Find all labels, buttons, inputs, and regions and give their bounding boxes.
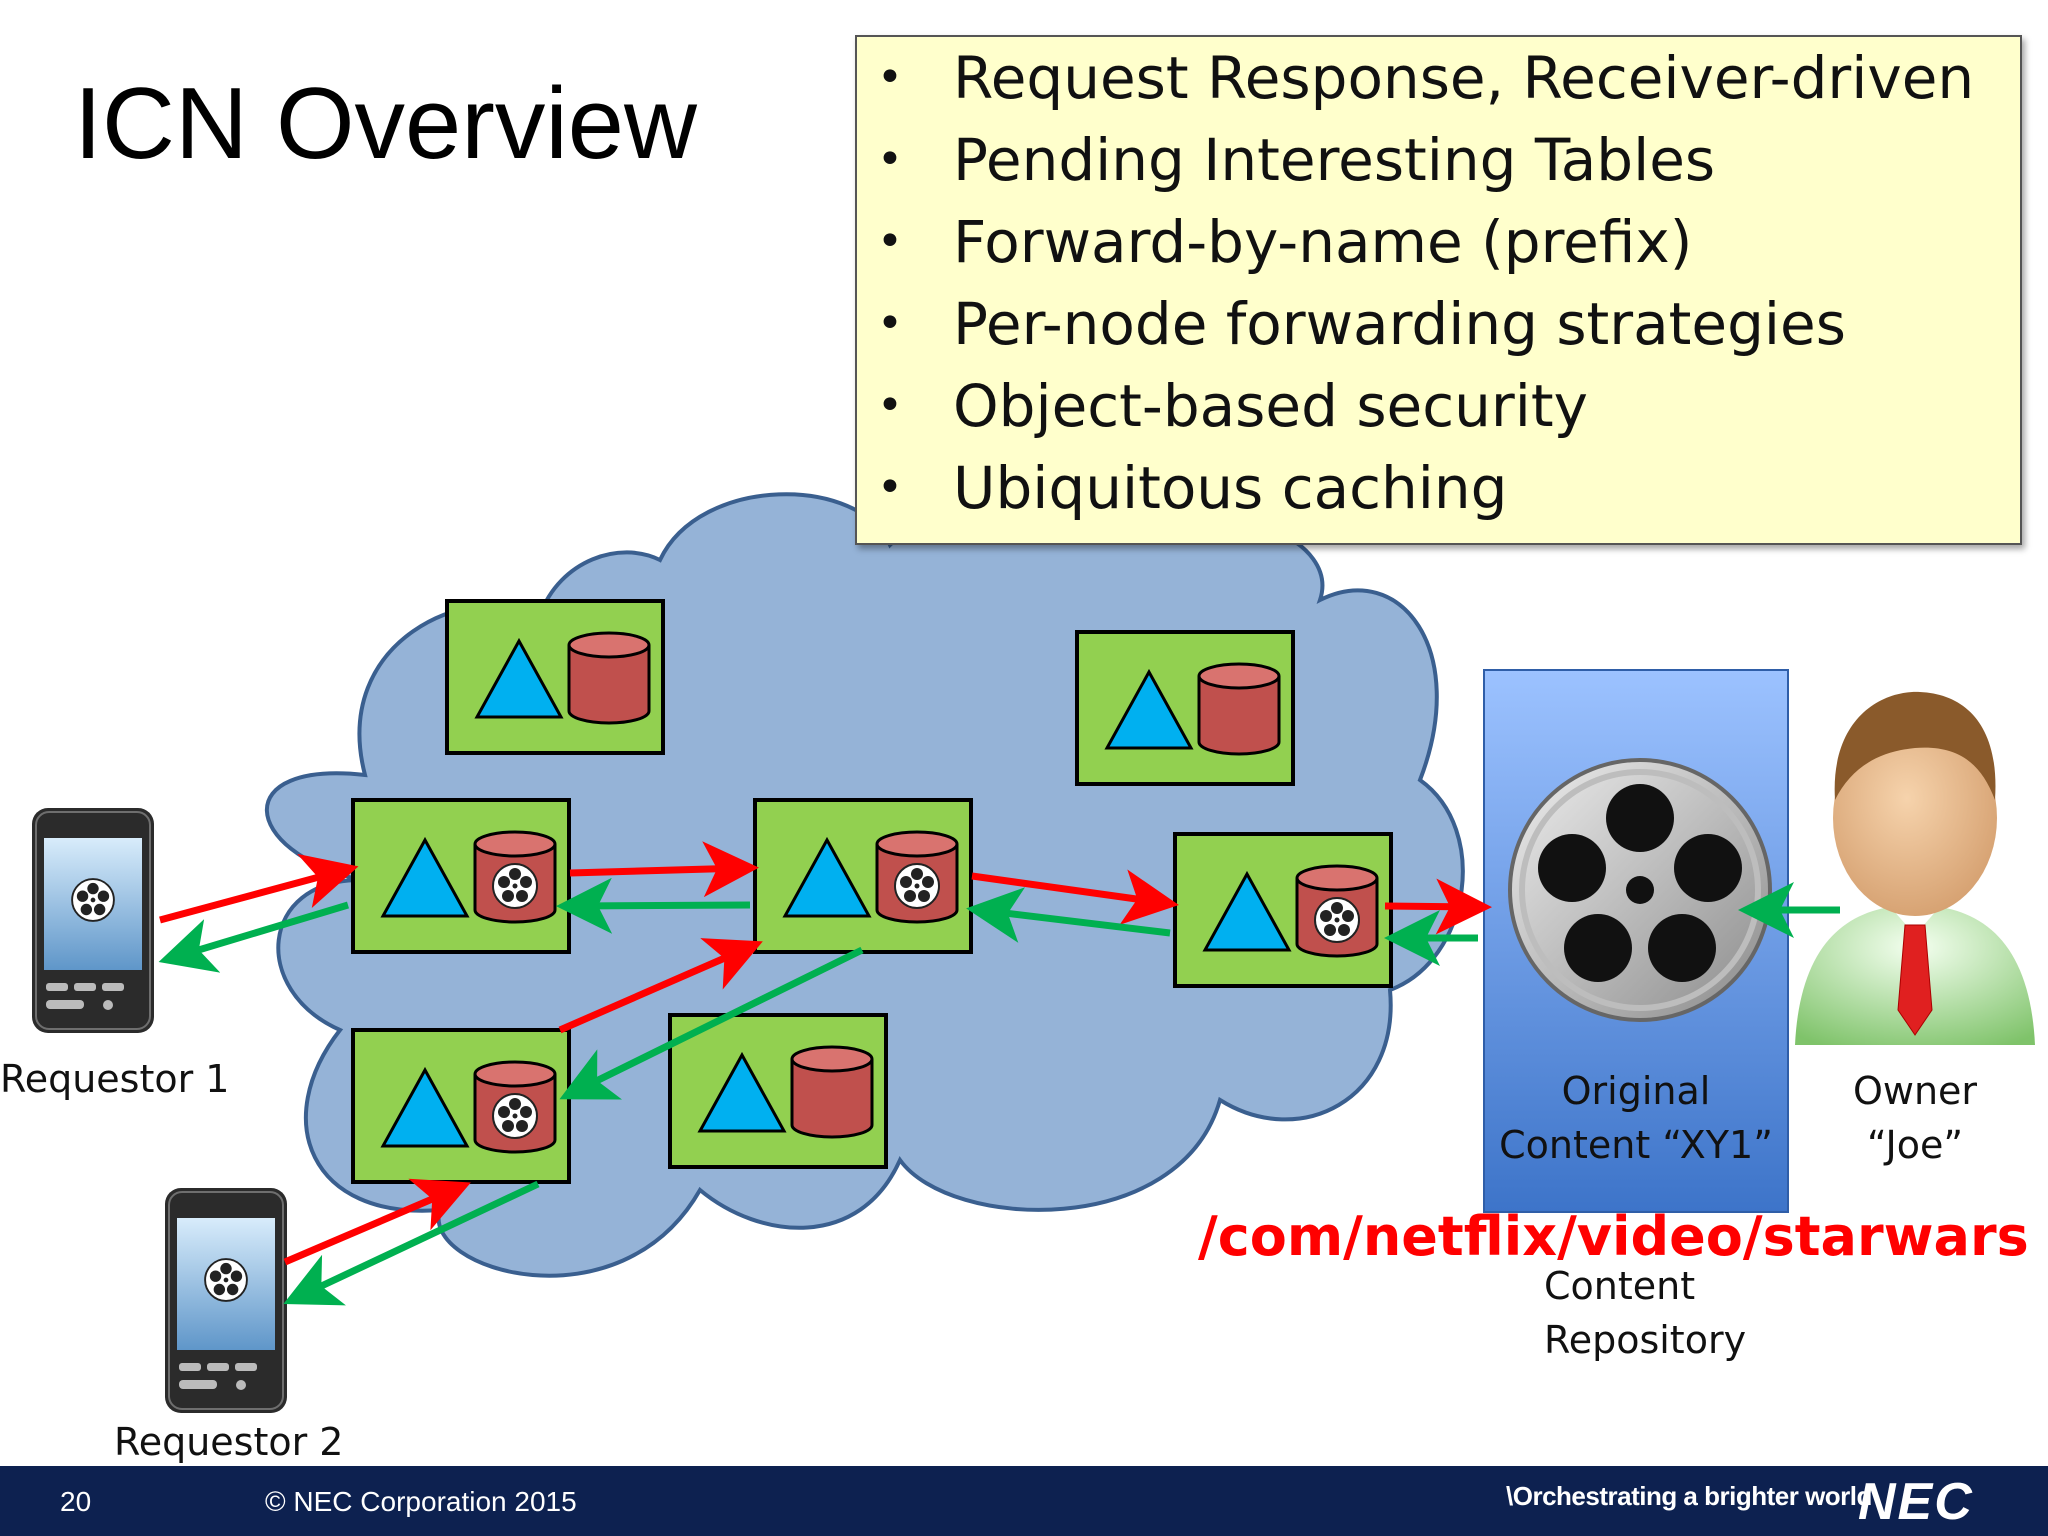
router-node-lower-left	[353, 1030, 569, 1182]
nec-logo: NEC	[1858, 1473, 1974, 1531]
requestor-1-phone	[32, 808, 154, 1033]
request-arrows	[159, 841, 1492, 1266]
owner-line-1: Owner	[1852, 1069, 1978, 1113]
feature-item: Ubiquitous caching	[857, 449, 2020, 531]
router-node-top-left	[445, 599, 665, 755]
feature-item: Pending Interesting Tables	[857, 121, 2020, 203]
original-content-line-2: Content “XY1”	[1499, 1123, 1773, 1167]
requestor-1-label: Requestor 1	[0, 1057, 230, 1101]
response-arrow-left-r1	[158, 901, 350, 973]
feature-item: Forward-by-name (prefix)	[857, 203, 2020, 285]
router-node-lower-middle	[668, 1013, 888, 1169]
feature-item: Request Response, Receiver-driven	[857, 39, 2020, 121]
router-node-center	[755, 800, 971, 952]
router-node-top-right	[1075, 630, 1295, 786]
requestor-2-label: Requestor 2	[114, 1420, 344, 1464]
content-name-path: /com/netflix/video/starwars	[1198, 1205, 2029, 1268]
page-number: 20	[60, 1486, 92, 1517]
response-arrow-edge-center	[966, 887, 1171, 943]
requestor-2-phone	[165, 1188, 287, 1413]
copyright-text: © NEC Corporation 2015	[265, 1486, 577, 1517]
repository-line-2: Repository	[1544, 1318, 1747, 1362]
footer-bar: 20 © NEC Corporation 2015 \Orchestrating…	[0, 1466, 2048, 1536]
film-reel-icon	[1508, 758, 1772, 1022]
request-arrow-left-center	[569, 841, 759, 898]
response-arrows	[158, 877, 1840, 1306]
repository-label: Content Repository	[1544, 1259, 1746, 1367]
router-node-left	[353, 800, 569, 952]
repository-line-1: Content	[1544, 1264, 1696, 1308]
owner-line-2: “Joe”	[1866, 1123, 1964, 1167]
request-arrow-r1	[159, 853, 359, 924]
tagline: \Orchestrating a brighter world	[1506, 1481, 1872, 1511]
original-content-label: Original Content “XY1”	[1484, 1064, 1788, 1172]
response-arrow-center-left	[556, 877, 751, 934]
response-arrow-lowerleft-r2	[283, 1180, 540, 1306]
owner-label: Owner “Joe”	[1820, 1064, 2010, 1172]
response-arrow-center-lowerleft	[559, 946, 864, 1100]
request-arrow-center-edge	[971, 869, 1179, 925]
icn-diagram	[0, 487, 2035, 1466]
feature-list-box: Request Response, Receiver-driven Pendin…	[855, 35, 2022, 545]
slide-title: ICN Overview	[74, 68, 697, 180]
original-content-line-1: Original	[1561, 1069, 1711, 1113]
content-repository	[1483, 669, 1789, 1213]
router-node-edge	[1175, 834, 1391, 986]
request-arrow-r2	[283, 1178, 471, 1266]
feature-list: Request Response, Receiver-driven Pendin…	[857, 39, 2020, 531]
feature-item: Per-node forwarding strategies	[857, 285, 2020, 367]
feature-item: Object-based security	[857, 367, 2020, 449]
person-icon	[1795, 691, 2035, 1045]
request-arrow-lowerleft-center	[558, 938, 763, 1034]
request-arrow-edge-repo	[1384, 878, 1492, 935]
